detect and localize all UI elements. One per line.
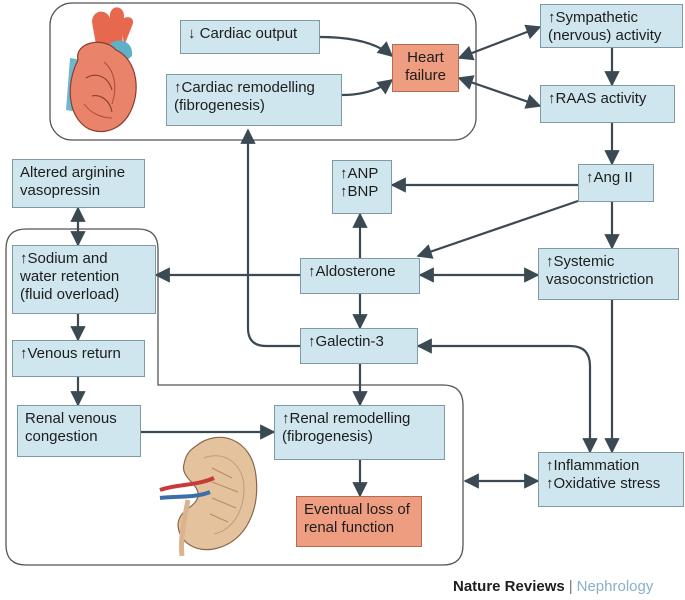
sympathetic-line2: (nervous) activity	[548, 27, 662, 44]
sympathetic-line1: ↑Sympathetic	[548, 9, 639, 26]
arrow-ang2-to-aldosterone	[416, 199, 579, 259]
sodium-line2: water retention	[20, 268, 120, 285]
bnp-label: ↑BNP	[340, 183, 379, 200]
vasoconstriction-line2: vasoconstriction	[546, 271, 654, 288]
venous-return-label: ↑Venous return	[20, 345, 121, 362]
kidney-region	[5, 228, 464, 566]
journal-credit: Nature Reviews|Nephrology	[453, 578, 653, 595]
cardiac-output-node: ↓ Cardiac output	[180, 20, 320, 54]
journal-name: Nature Reviews	[453, 578, 565, 595]
cardiac-output-label: ↓ Cardiac output	[188, 25, 298, 42]
avp-line1: Altered arginine	[20, 164, 126, 181]
renal-venous-line2: congestion	[25, 428, 98, 445]
arrow-cardiac-remodelling-to-hf	[341, 79, 394, 97]
sodium-line1: ↑Sodium and	[20, 250, 108, 267]
journal-subject: Nephrology	[576, 578, 654, 595]
heart-failure-line1: Heart	[407, 49, 444, 66]
ang-ii-label: ↑Ang II	[586, 169, 633, 186]
cardiac-remodelling-line2: (fibrogenesis)	[174, 97, 265, 114]
sympathetic-node: ↑Sympathetic (nervous) activity	[540, 4, 683, 48]
arrow-hf-raas	[457, 75, 542, 109]
inflammation-line1: ↑Inflammation	[546, 457, 640, 474]
galectin-label: ↑Galectin-3	[308, 333, 384, 350]
avp-line2: vasopressin	[20, 182, 101, 199]
loss-renal-line1: Eventual loss of	[304, 501, 410, 518]
aldosterone-label: ↑Aldosterone	[308, 263, 396, 280]
loss-renal-line2: renal function	[304, 519, 395, 536]
renal-remodelling-node: ↑Renal remodelling (fibrogenesis)	[274, 405, 445, 460]
anp-bnp-node: ↑ANP ↑BNP	[332, 160, 392, 214]
renal-venous-congestion-node: Renal venous congestion	[17, 405, 141, 457]
heart-failure-node: Heart failure	[392, 44, 459, 92]
renal-remodelling-line2: (fibrogenesis)	[282, 428, 373, 445]
ang-ii-node: ↑Ang II	[578, 164, 654, 202]
cardiac-remodelling-line1: ↑Cardiac remodelling	[174, 79, 315, 96]
heart-region	[49, 2, 477, 141]
raas-activity-node: ↑RAAS activity	[540, 85, 675, 123]
vasoconstriction-line1: ↑Systemic	[546, 253, 615, 270]
renal-venous-line1: Renal venous	[25, 410, 117, 427]
anp-label: ↑ANP	[340, 165, 379, 182]
aldosterone-node: ↑Aldosterone	[300, 258, 420, 294]
venous-return-node: ↑Venous return	[12, 340, 145, 377]
sodium-retention-node: ↑Sodium and water retention (fluid overl…	[12, 245, 156, 314]
inflammation-line2: ↑Oxidative stress	[546, 475, 661, 492]
arrow-galectin-to-cardiac-remodelling	[240, 128, 300, 348]
galectin-node: ↑Galectin-3	[300, 328, 418, 364]
arrow-hf-sympathetic	[457, 24, 542, 61]
vasoconstriction-node: ↑Systemic vasoconstriction	[538, 248, 679, 300]
arrow-galectin-inflammation	[416, 338, 598, 454]
avp-node: Altered arginine vasopressin	[12, 159, 145, 208]
credit-separator: |	[568, 578, 573, 595]
kidney-illustration-icon	[159, 436, 258, 557]
inflammation-node: ↑Inflammation ↑Oxidative stress	[538, 452, 684, 507]
cardiac-remodelling-node: ↑Cardiac remodelling (fibrogenesis)	[166, 74, 342, 126]
arrow-cardiac-output-to-hf	[319, 35, 394, 58]
raas-activity-label: ↑RAAS activity	[548, 90, 647, 107]
renal-remodelling-line1: ↑Renal remodelling	[282, 410, 411, 427]
heart-failure-line2: failure	[405, 67, 446, 84]
heart-illustration-icon	[66, 7, 137, 133]
loss-renal-function-node: Eventual loss of renal function	[296, 496, 422, 547]
sodium-line3: (fluid overload)	[20, 286, 120, 303]
